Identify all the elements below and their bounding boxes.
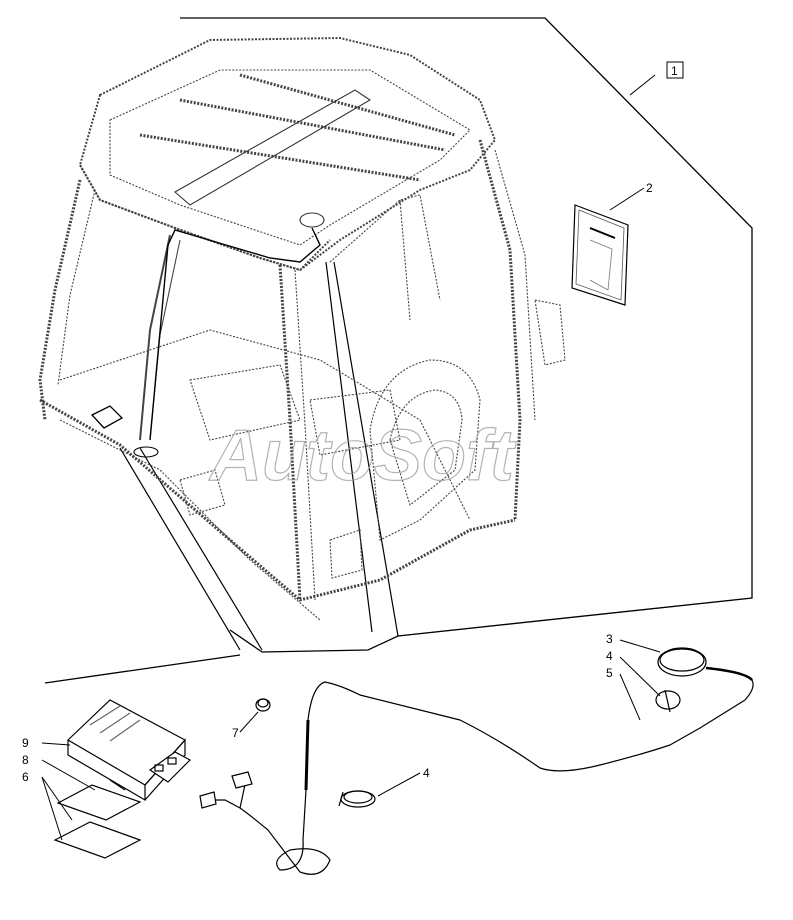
plug-part	[255, 698, 271, 712]
callout-1: 1	[671, 64, 678, 78]
antenna-part	[302, 647, 754, 841]
watermark-text: AutoSoft	[208, 416, 517, 496]
harness-cable	[199, 771, 331, 875]
callout-4-grommet: 4	[423, 766, 430, 780]
callout-4-antenna: 4	[606, 649, 613, 663]
cab-frame-outline	[44, 17, 753, 684]
callout-5: 5	[606, 666, 613, 680]
callout-6: 6	[22, 770, 29, 784]
grommet-part	[338, 790, 376, 808]
controller-module-part	[67, 699, 191, 802]
callout-8: 8	[22, 753, 29, 767]
callout-2: 2	[646, 181, 653, 195]
decal-part	[571, 187, 645, 306]
callout-7: 7	[232, 726, 239, 740]
callout-3: 3	[606, 632, 613, 646]
callout-9: 9	[22, 736, 29, 750]
callout-1-box	[666, 61, 684, 79]
cab-leader-lines	[119, 261, 399, 651]
label-sheets-part	[53, 784, 142, 859]
callout-leaders	[41, 74, 661, 841]
cab-illustration	[38, 36, 566, 621]
